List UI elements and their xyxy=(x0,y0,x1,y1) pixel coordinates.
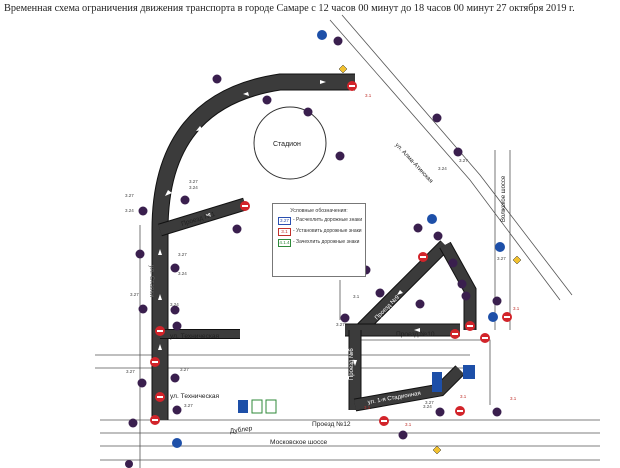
svg-text:3.27: 3.27 xyxy=(497,256,506,261)
svg-text:3.1: 3.1 xyxy=(365,93,372,98)
tekhnicheskaya-upper-label: ул. Техническая xyxy=(170,333,220,340)
svg-text:3.1: 3.1 xyxy=(405,422,412,427)
svg-text:3.27: 3.27 xyxy=(125,193,134,198)
scheme-title: Временная схема ограничения движения тра… xyxy=(4,3,575,14)
legend-item: 4.1.4 - Зачехлить дорожные знаки xyxy=(278,239,365,247)
no-entry-sign-icon xyxy=(240,201,250,211)
svg-text:3.1: 3.1 xyxy=(510,396,517,401)
dubler-label: Дублер xyxy=(229,424,253,435)
legend-text: - Установить дорожные знаки xyxy=(293,228,362,234)
svg-text:3.24: 3.24 xyxy=(423,404,432,409)
no-entry-sign-icon xyxy=(418,252,428,262)
legend-code: 4.1.4 xyxy=(278,239,291,247)
no-entry-sign-icon xyxy=(150,415,160,425)
legend-code: 3.27 xyxy=(278,217,291,225)
proezd10-label: Проезд №10 xyxy=(396,331,435,338)
vertical-street-label: ул. Ставки xyxy=(148,265,155,297)
no-entry-sign-icon xyxy=(455,406,465,416)
priority-signs xyxy=(338,64,522,455)
svg-text:3.1: 3.1 xyxy=(353,294,360,299)
no-entry-sign-icon xyxy=(155,392,165,402)
stadium-circle xyxy=(253,106,327,180)
legend-item: 3.1 - Установить дорожные знаки xyxy=(278,228,365,236)
covered-signs xyxy=(125,36,502,468)
no-entry-sign-icon xyxy=(347,81,357,91)
no-entry-sign-icon xyxy=(502,312,512,322)
stadium-label: Стадион xyxy=(273,141,301,148)
svg-text:3.27: 3.27 xyxy=(130,292,139,297)
svg-text:3.1: 3.1 xyxy=(460,394,467,399)
legend-item: 3.27 - Расчехлить дорожные знаки xyxy=(278,217,365,225)
svg-text:3.27: 3.27 xyxy=(180,367,189,372)
no-entry-sign-icon xyxy=(465,321,475,331)
parking-markers xyxy=(238,365,475,414)
svg-text:3.27: 3.27 xyxy=(189,179,198,184)
street-labels: Стадион Проезд №1 ул. Ставки ул. Техниче… xyxy=(148,141,507,446)
legend-box: Условные обозначения: 3.27 - Расчехлить … xyxy=(272,203,366,277)
svg-text:3.27: 3.27 xyxy=(184,403,193,408)
roads xyxy=(151,73,477,420)
svg-text:3.24: 3.24 xyxy=(438,166,447,171)
legend-text: - Зачехлить дорожные знаки xyxy=(293,239,360,245)
no-entry-sign-icon xyxy=(155,326,165,336)
legend-code: 3.1 xyxy=(278,228,291,236)
svg-text:3.1: 3.1 xyxy=(364,405,371,410)
svg-text:3.27: 3.27 xyxy=(425,400,434,405)
no-entry-sign-icon xyxy=(480,333,490,343)
svg-text:3.27: 3.27 xyxy=(126,369,135,374)
svg-text:3.24: 3.24 xyxy=(125,208,134,213)
proezd6-label: Проезд №6 xyxy=(348,348,355,380)
no-entry-sign-icon xyxy=(379,416,389,426)
svg-text:3.27: 3.27 xyxy=(178,252,187,257)
tekhnicheskaya-lower-label: ул. Техническая xyxy=(170,393,220,400)
svg-text:3.24: 3.24 xyxy=(170,302,179,307)
no-entry-signs xyxy=(150,81,512,426)
no-entry-sign-icon xyxy=(150,357,160,367)
svg-text:3.24: 3.24 xyxy=(178,271,187,276)
no-entry-sign-icon xyxy=(450,329,460,339)
diag-street-label: ул. Алма-Атинская xyxy=(394,142,434,184)
svg-text:3.1: 3.1 xyxy=(513,306,520,311)
blue-signs xyxy=(172,30,505,448)
proezd12-label: Проезд №12 xyxy=(312,421,351,428)
legend-text: - Расчехлить дорожные знаки xyxy=(293,217,363,223)
volzhskoe-label: Волжское шоссе xyxy=(501,175,507,222)
sign-codes: 3.273.243.27 3.243.273.24 3.273.243.27 3… xyxy=(125,93,520,427)
svg-text:3.24: 3.24 xyxy=(189,185,198,190)
svg-text:3.27: 3.27 xyxy=(459,158,468,163)
moskovskoe-label: Московское шоссе xyxy=(270,439,328,446)
legend-heading: Условные обозначения: xyxy=(290,208,348,214)
svg-text:3.27: 3.27 xyxy=(336,322,345,327)
